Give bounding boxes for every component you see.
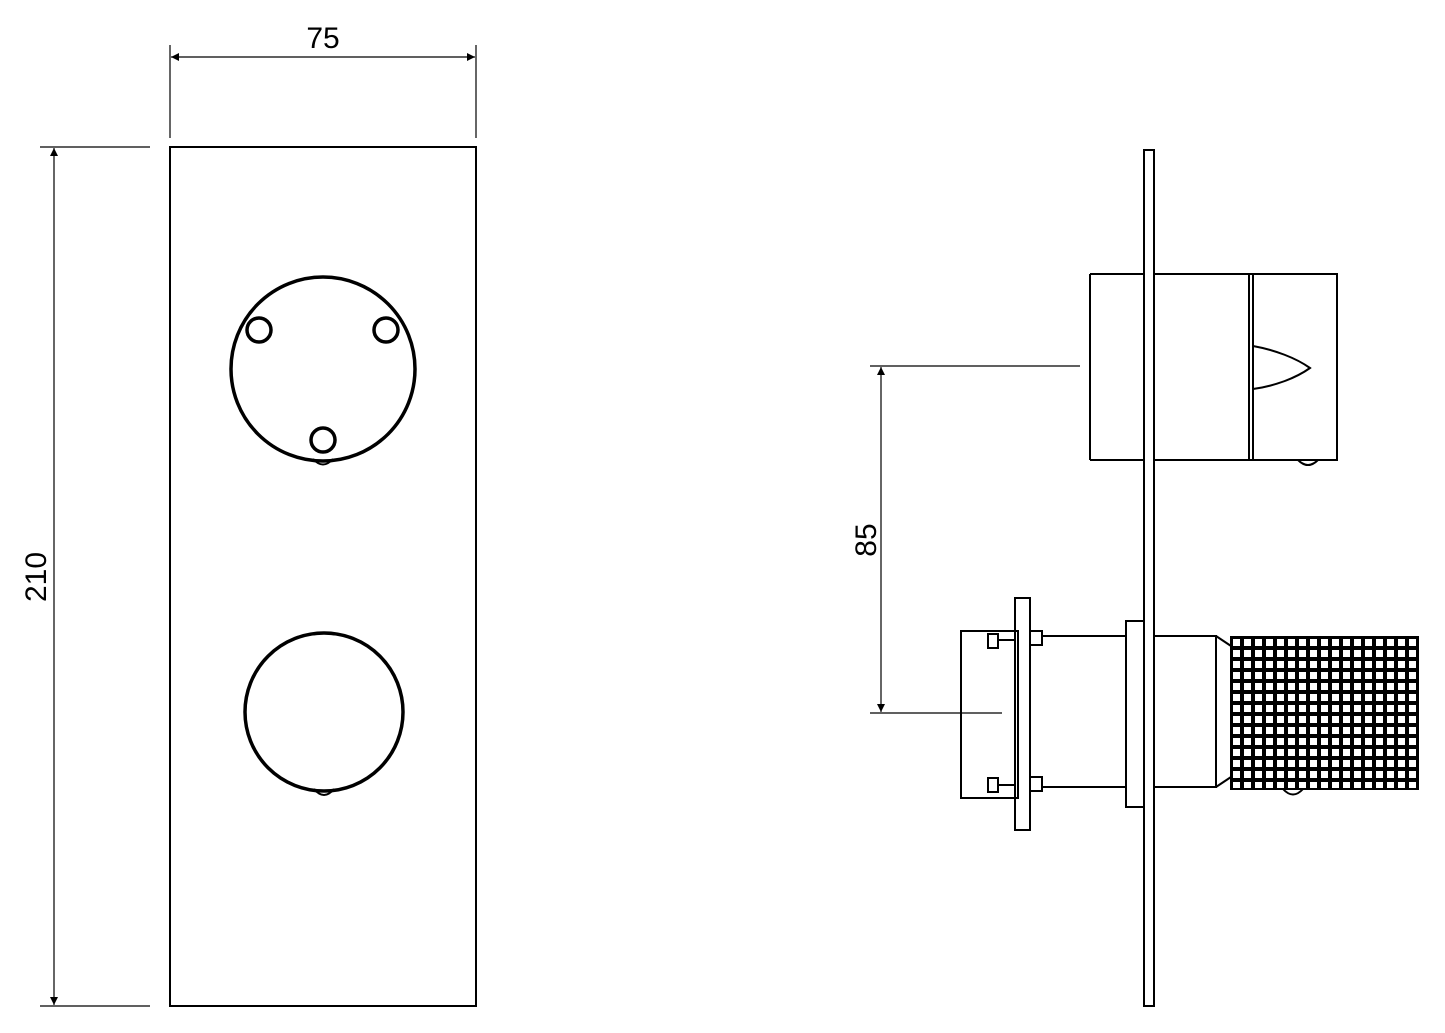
side-wall-plate (1143, 149, 1155, 1007)
diverter-handle (229, 275, 417, 466)
side-diverter-body (1089, 273, 1338, 466)
height-dimension-label: 210 (20, 552, 53, 602)
offset-dimension-label: 85 (850, 523, 883, 556)
width-dimension-label: 75 (306, 22, 339, 55)
width-dimension: 75 (169, 22, 477, 138)
side-thermostat-body (960, 597, 1419, 831)
side-view: 85 (850, 149, 1419, 1007)
knurled-grip (1230, 636, 1419, 790)
thermostat-handle (243, 631, 405, 796)
wall-plate (169, 146, 477, 1007)
height-dimension: 210 (20, 146, 150, 1007)
offset-dimension: 85 (850, 365, 1080, 714)
front-view: 75 210 (20, 22, 477, 1007)
